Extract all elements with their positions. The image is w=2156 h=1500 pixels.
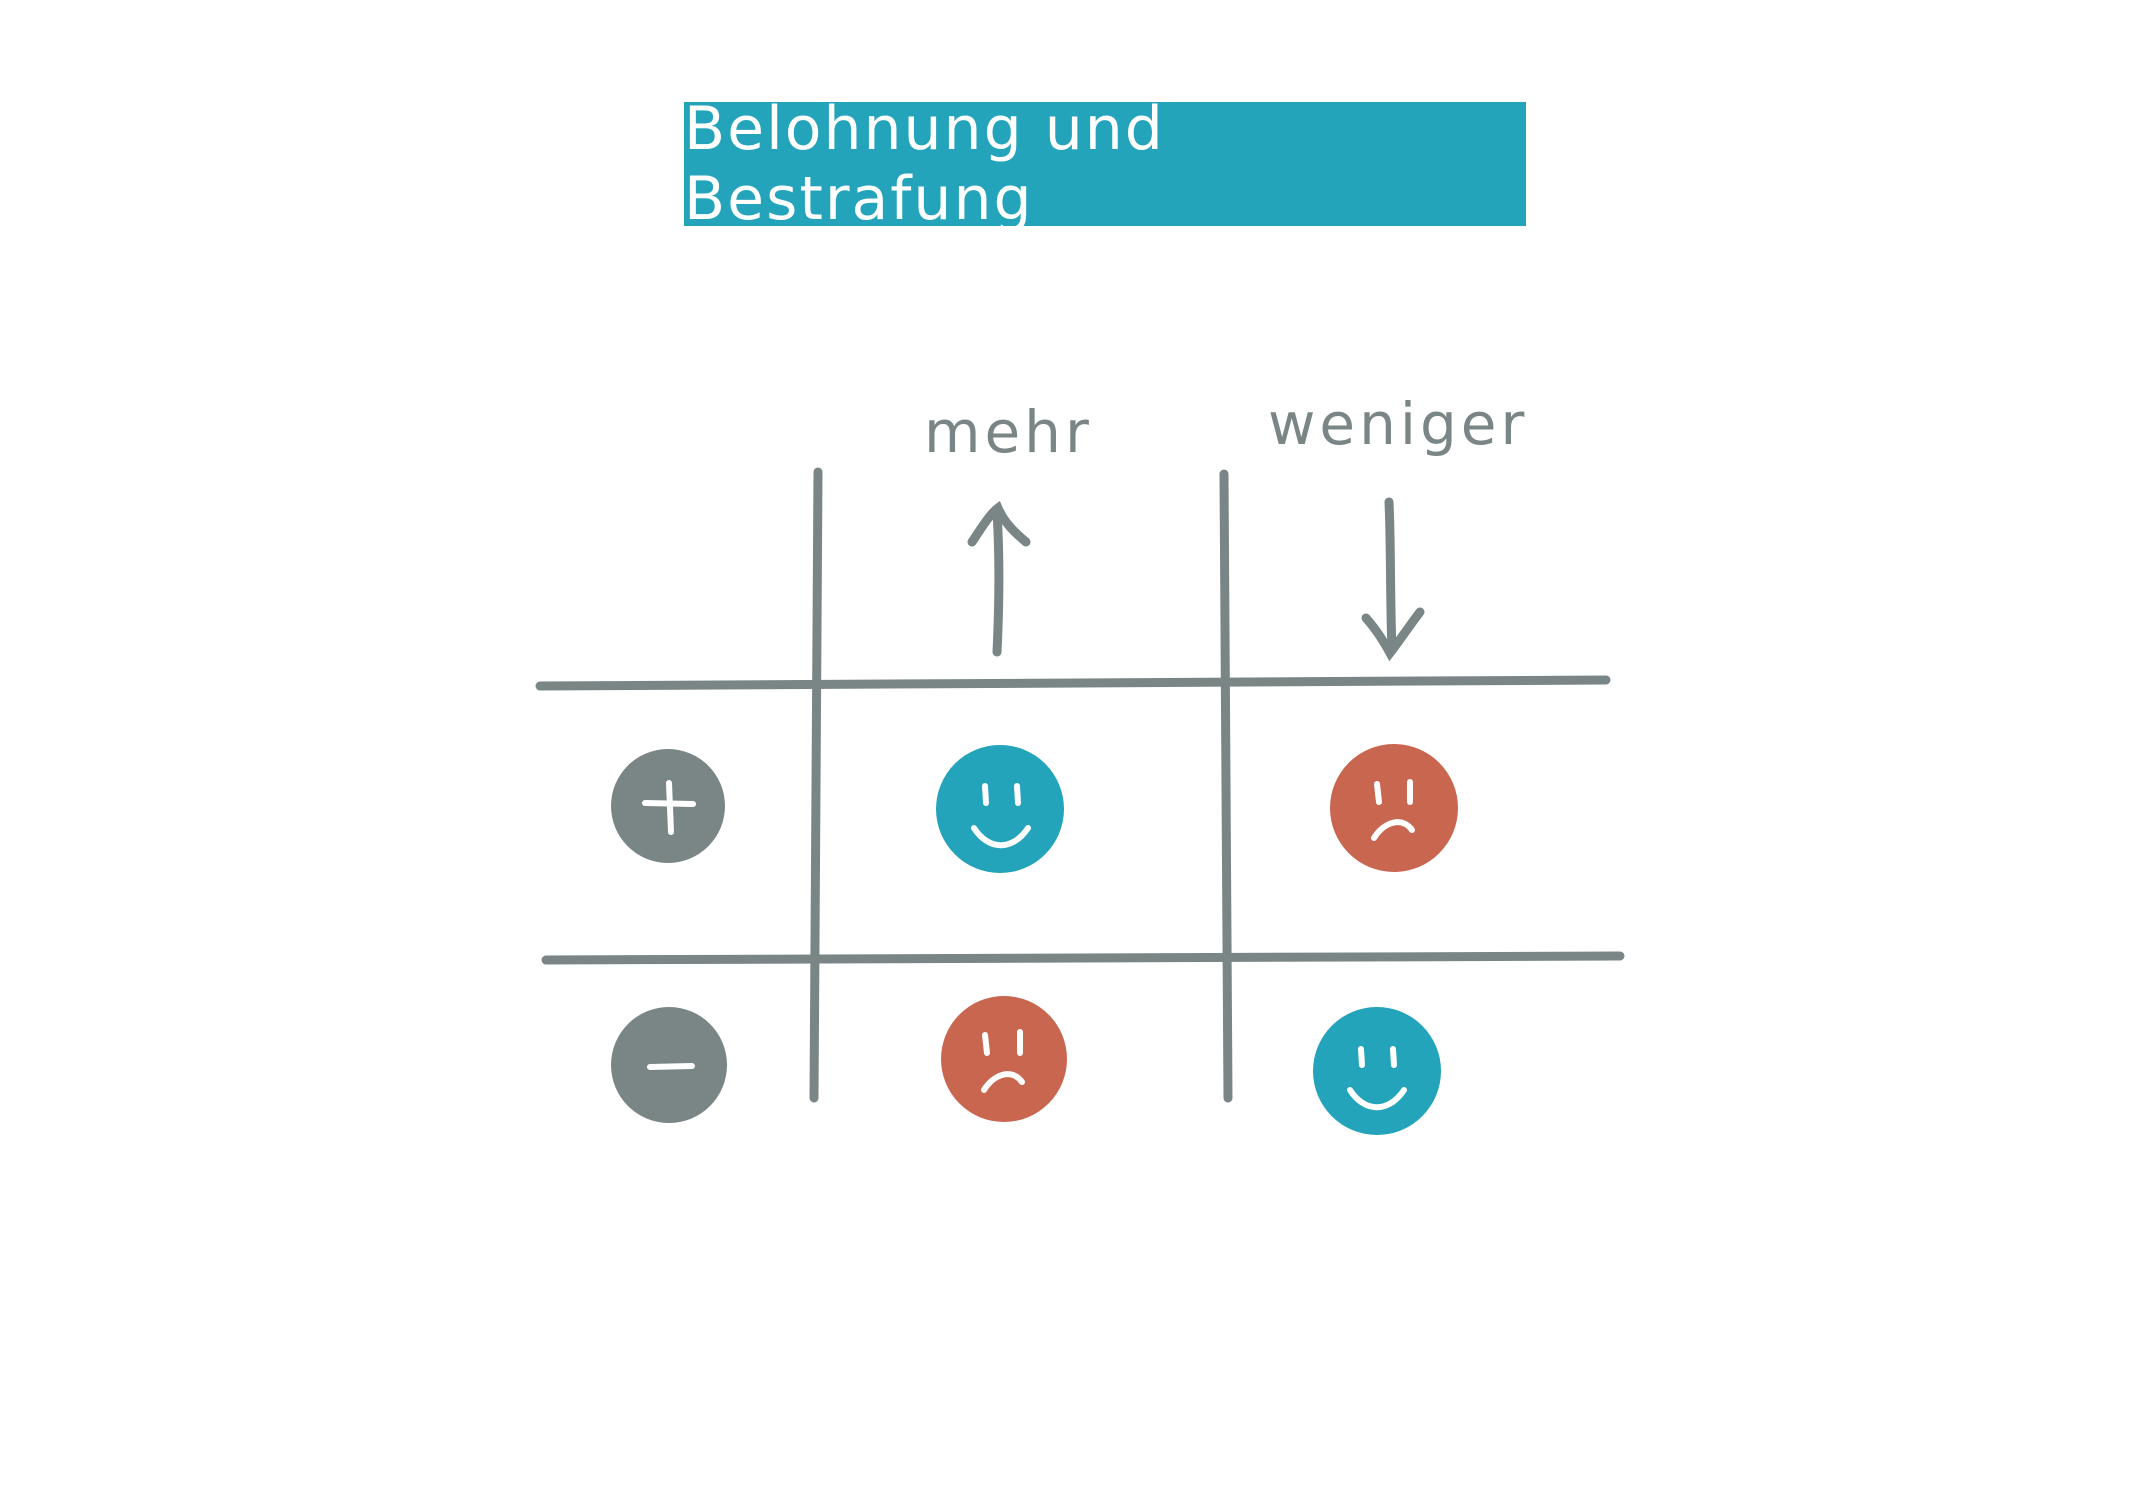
sad-face-icon [941, 996, 1067, 1122]
title-banner: Belohnung und Bestrafung [684, 94, 1526, 234]
arrow-down-icon [1361, 497, 1425, 662]
grid-horizontal-line-bottom [541, 951, 1625, 965]
arrow-up-icon [967, 500, 1031, 657]
happy-face-icon [1313, 1007, 1441, 1135]
page-title: Belohnung und Bestrafung [684, 94, 1165, 234]
sad-face-icon [1330, 744, 1458, 872]
grid-horizontal-line-top [535, 675, 1611, 691]
minus-icon [611, 1007, 727, 1123]
column-label-mehr: mehr [924, 398, 1093, 466]
grid-vertical-line-left [809, 467, 823, 1103]
column-label-weniger: weniger [1268, 390, 1529, 458]
happy-face-icon [936, 745, 1064, 873]
grid-vertical-line-right [1219, 469, 1233, 1103]
plus-icon [611, 749, 725, 863]
